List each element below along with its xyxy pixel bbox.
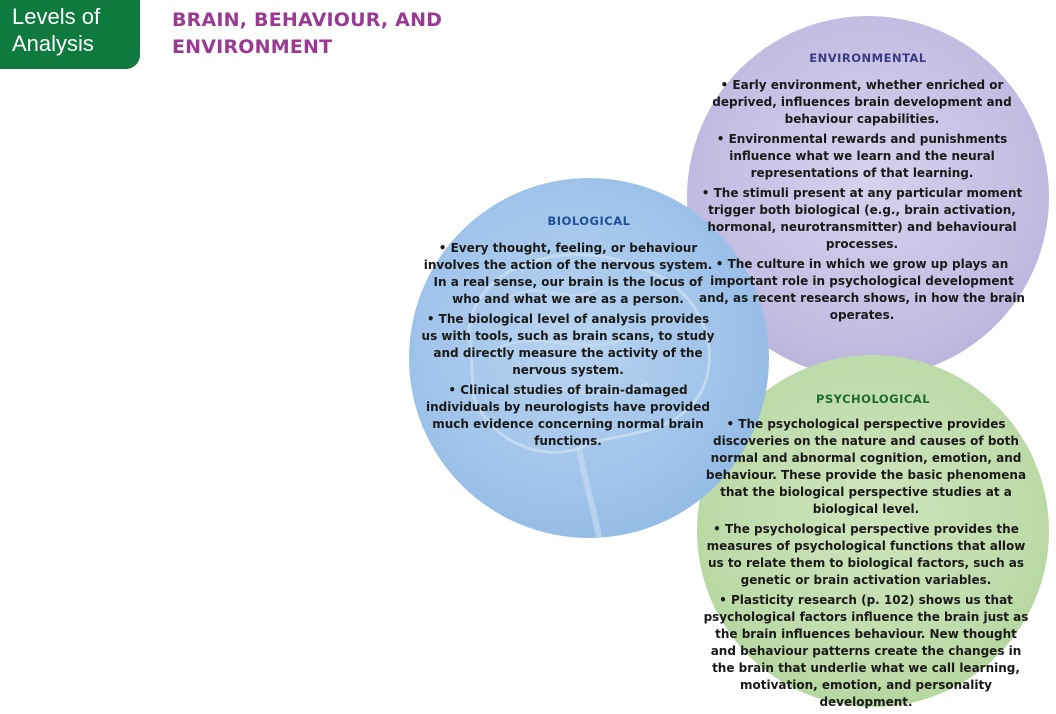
psychological-bullet-2: The psychological perspective provides t… [701,521,1031,589]
title-line1: BRAIN, BEHAVIOUR, AND [172,9,443,31]
levels-of-analysis-tab: Levels of Analysis [0,0,140,69]
psychological-bullet-1: The psychological perspective provides d… [701,416,1031,518]
page-title: BRAIN, BEHAVIOUR, AND ENVIRONMENT [172,7,442,61]
environmental-bullet-2: Environmental rewards and punishments in… [697,131,1027,182]
psychological-title: PSYCHOLOGICAL [815,392,931,406]
environmental-title: ENVIRONMENTAL [809,51,927,65]
environmental-bullet-3: The stimuli present at any particular mo… [697,185,1027,253]
title-line2: ENVIRONMENT [172,36,333,58]
psychological-bullets: The psychological perspective provides d… [701,416,1031,714]
psychological-bullet-3: Plasticity research (p. 102) shows us th… [701,592,1031,711]
biological-bullet-3: Clinical studies of brain-damaged indivi… [418,382,718,450]
biological-title: BIOLOGICAL [547,214,631,228]
environmental-bullet-4: The culture in which we grow up plays an… [697,256,1027,324]
environmental-bullets: Early environment, whether enriched or d… [697,77,1027,327]
environmental-bullet-1: Early environment, whether enriched or d… [697,77,1027,128]
biological-bullet-2: The biological level of analysis provide… [418,311,718,379]
biological-bullets: Every thought, feeling, or behaviour inv… [418,240,718,453]
biological-bullet-1: Every thought, feeling, or behaviour inv… [418,240,718,308]
tab-label-line2: Analysis [12,31,94,56]
tab-label-line1: Levels of [12,4,101,29]
